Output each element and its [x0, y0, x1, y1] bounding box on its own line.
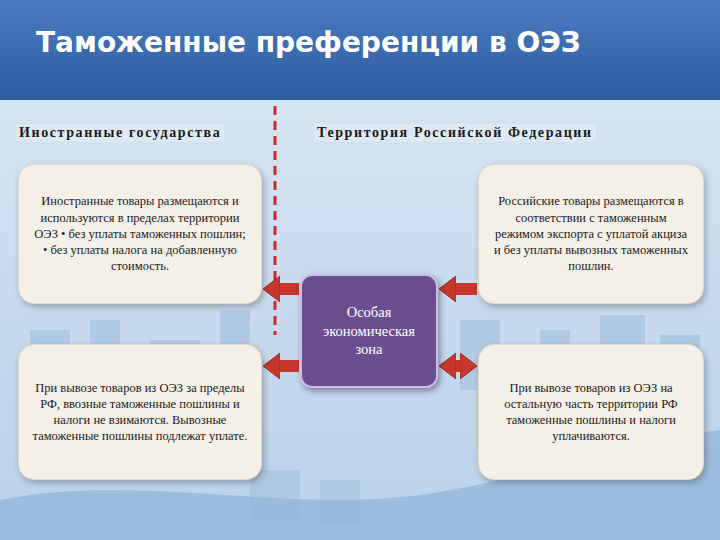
box-text: Российские товары размещаются в соответс…: [491, 193, 691, 274]
border-line: [274, 106, 277, 335]
slide-title: Таможенные преференции в ОЭЗ: [36, 26, 581, 59]
box-text: Иностранные товары размещаются и использ…: [31, 193, 249, 274]
box-text: При вывозе товаров из ОЭЗ за пределы РФ,…: [31, 380, 249, 445]
info-box: При вывозе товаров из ОЭЗ за пределы РФ,…: [18, 344, 262, 480]
box-text: Особая экономическая зона: [310, 303, 428, 360]
info-box: Иностранные товары размещаются и использ…: [18, 164, 262, 304]
column-header: Иностранные государства: [16, 124, 224, 142]
zone-box: Особая экономическая зона: [300, 274, 438, 388]
info-box: При вывозе товаров из ОЭЗ на остальную ч…: [478, 344, 704, 480]
box-text: При вывозе товаров из ОЭЗ на остальную ч…: [491, 380, 691, 445]
block-arrow: [280, 360, 299, 372]
block-arrow: [456, 360, 460, 372]
block-arrow: [456, 283, 477, 295]
column-header: Территория Российской Федерации: [314, 124, 596, 142]
title-band: [0, 0, 720, 100]
block-arrow: [280, 283, 299, 295]
info-box: Российские товары размещаются в соответс…: [478, 164, 704, 304]
